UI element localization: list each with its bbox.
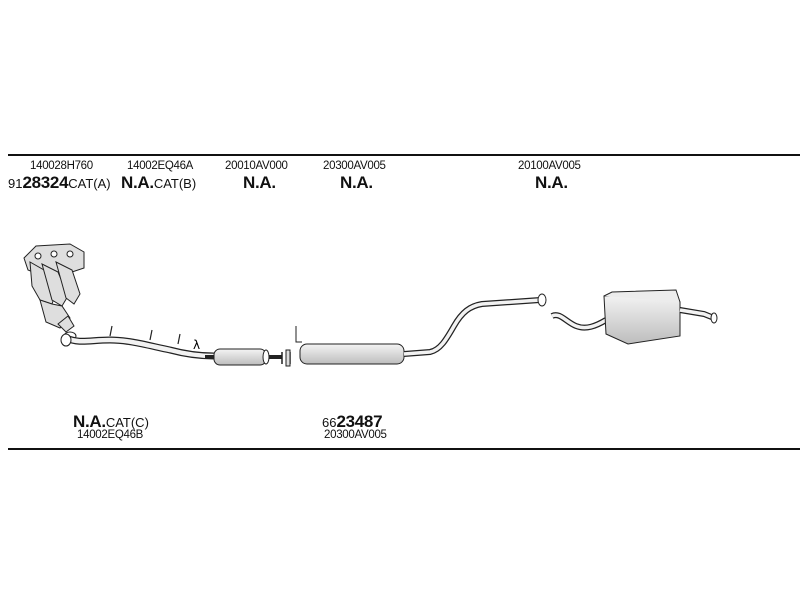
part-ref-catalyst-b: N.A.CAT(B) (121, 173, 197, 192)
top-divider-line (8, 154, 800, 156)
part-number-front-pipe: 20010AV000 (225, 160, 288, 172)
part-number-rear-muffler: 20100AV005 (518, 160, 581, 172)
part-number-center-muffler: 20300AV005 (323, 160, 386, 172)
intermediate-pipe (205, 348, 282, 366)
part-ref-front-pipe: N.A. (243, 173, 276, 192)
rear-muffler (550, 289, 718, 345)
front-pipe (60, 325, 215, 360)
exhaust-manifold (23, 243, 85, 341)
part-number-catalyst-c: 14002EQ46B (77, 429, 144, 441)
part-ref-mounting-kit: 6623487 (322, 412, 383, 431)
part-ref-manifold: 9128324CAT(A) (8, 173, 111, 192)
part-ref-center-muffler: N.A. (340, 173, 373, 192)
lambda-sensor-symbol: λ (193, 338, 200, 352)
part-ref-catalyst-c: N.A.CAT(C) (73, 412, 149, 431)
part-ref-rear-muffler: N.A. (535, 173, 568, 192)
center-muffler-pipe (281, 293, 547, 367)
part-number-mounting-kit: 20300AV005 (324, 429, 387, 441)
bottom-divider-line (8, 448, 800, 450)
part-number-catalyst-b: 14002EQ46A (127, 160, 194, 172)
part-number-manifold: 140028H760 (30, 160, 93, 172)
